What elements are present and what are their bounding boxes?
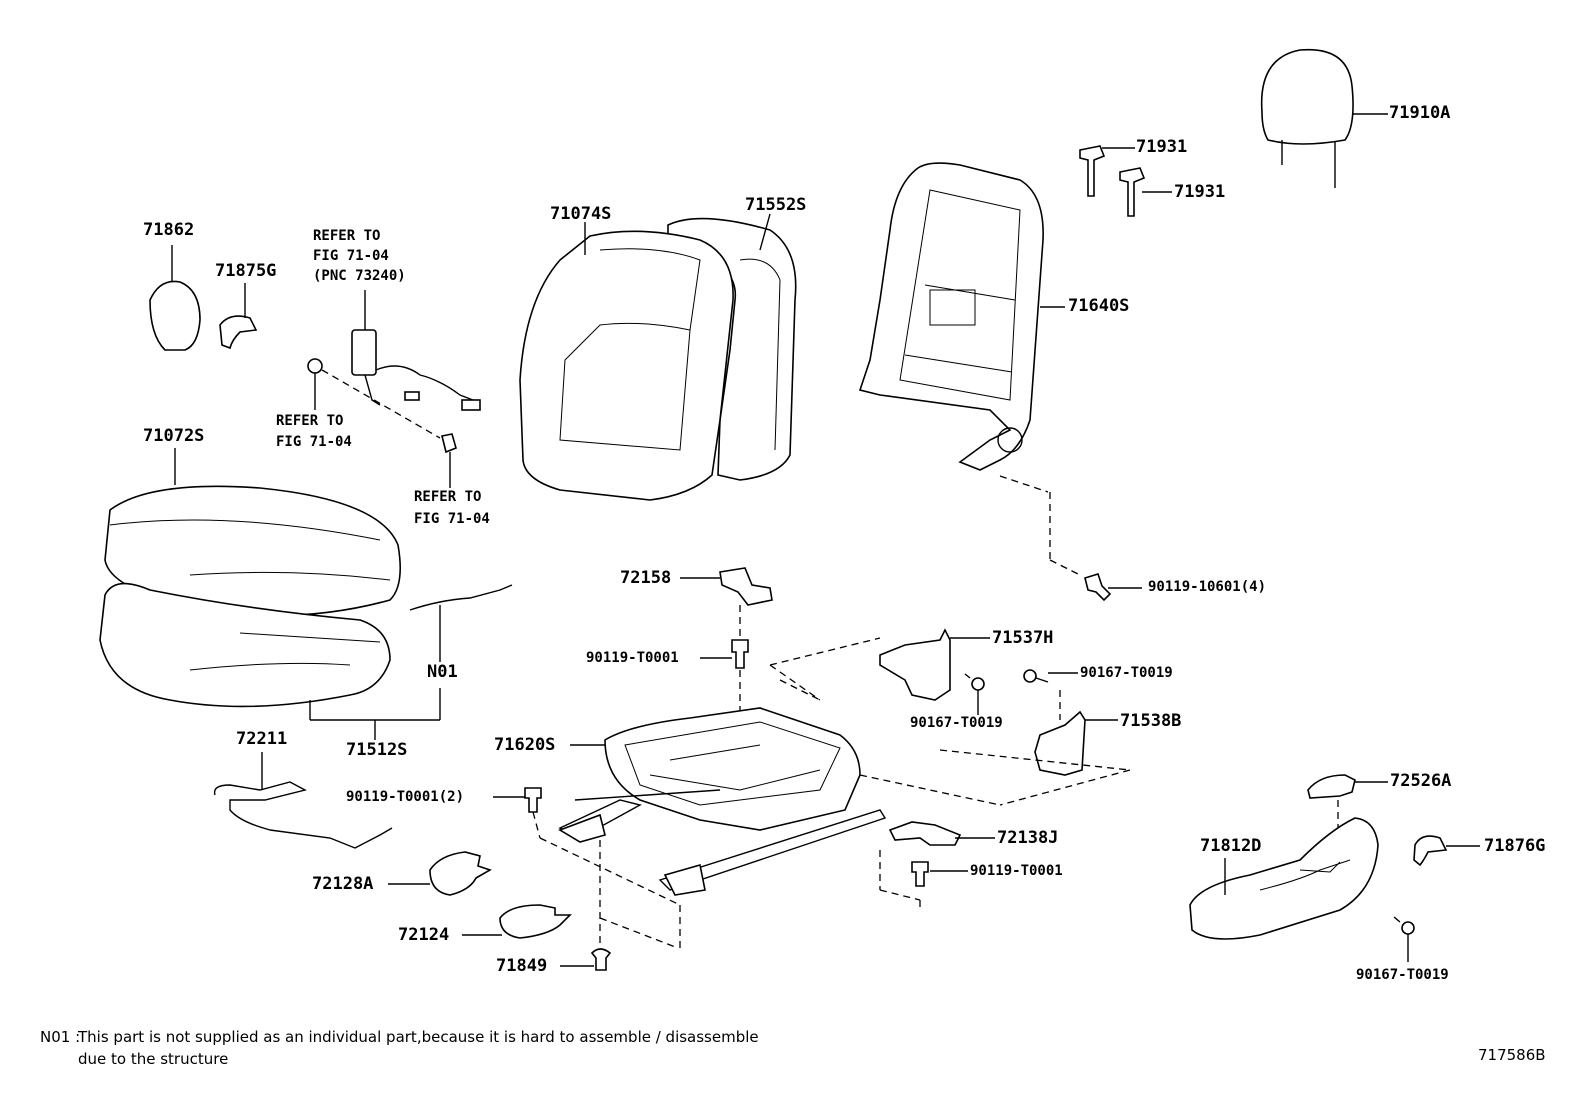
part-label-90167-T0019: 90167-T0019 [1356, 967, 1449, 983]
footnote-line1: This part is not supplied as an individu… [78, 1028, 759, 1046]
part-label-71849: 71849 [496, 956, 548, 976]
part-label-N01: N01 [427, 662, 458, 682]
part-label-90119-T0001: 90119-T0001 [970, 863, 1063, 879]
headrest-guide-part [1079, 145, 1172, 217]
part-label-71537H: 71537H [992, 628, 1054, 648]
part-label-71512S: 71512S [346, 740, 408, 760]
part-label-71620S: 71620S [494, 735, 556, 755]
seatback-frame-part [858, 162, 1065, 471]
seat-frame-part [539, 679, 1001, 950]
screw-part [1393, 916, 1415, 962]
bracket-part [680, 567, 773, 640]
refer-note: FIG 71-04 [313, 248, 389, 264]
part-label-71640S: 71640S [1068, 296, 1130, 316]
part-label-71931: 71931 [1174, 182, 1226, 202]
part-label-72128A: 72128A [312, 874, 374, 894]
part-label-71072S: 71072S [143, 426, 205, 446]
clip-part [1413, 835, 1480, 867]
bracket-part [769, 628, 990, 701]
part-label-71552S: 71552S [745, 195, 807, 215]
part-label-72526A: 72526A [1390, 771, 1452, 791]
wire-harness-part [309, 584, 513, 740]
cover-cap-part [149, 245, 201, 351]
part-label-71875G: 71875G [215, 261, 277, 281]
part-label-72124: 72124 [398, 925, 450, 945]
refer-note: REFER TO [276, 413, 344, 429]
part-label-90167-T0019: 90167-T0019 [1080, 665, 1173, 681]
bracket-part [939, 710, 1131, 806]
refer-note: FIG 71-04 [276, 434, 352, 450]
part-label-71931: 71931 [1136, 137, 1188, 157]
bolt-part [700, 639, 749, 750]
refer-note: (PNC 73240) [313, 268, 406, 284]
part-label-71862: 71862 [143, 220, 195, 240]
wire-part [213, 752, 393, 849]
part-label-90167-T0019: 90167-T0019 [910, 715, 1003, 731]
part-label-90119-10601: 90119-10601(4) [1148, 579, 1267, 595]
part-label-72158: 72158 [620, 568, 672, 588]
cover-part [388, 851, 492, 896]
clip-part [219, 283, 258, 350]
knob-part [1307, 774, 1388, 840]
clip-part [560, 948, 612, 971]
part-label-90119-T0001: 90119-T0001 [586, 650, 679, 666]
headrest-part [1260, 48, 1388, 188]
footnote-line2: due to the structure [78, 1050, 229, 1068]
seat-cushion-pad-part [99, 582, 391, 708]
cover-part [462, 904, 572, 939]
part-label-72138J: 72138J [997, 828, 1059, 848]
seatbelt-buckle-part [307, 290, 481, 488]
refer-note: REFER TO [313, 228, 381, 244]
part-label-71538B: 71538B [1120, 711, 1182, 731]
bolt-part [911, 861, 968, 887]
screw-part [964, 669, 1078, 720]
refer-note: FIG 71-04 [414, 511, 490, 527]
part-label-90119-T0001-2: 90119-T0001(2) [346, 789, 465, 805]
part-label-71876G: 71876G [1484, 836, 1546, 856]
part-label-71074S: 71074S [550, 204, 612, 224]
refer-note: REFER TO [414, 489, 482, 505]
bolt-part [999, 475, 1142, 602]
side-shield-part [1189, 817, 1379, 940]
bracket-part [879, 821, 995, 910]
figure-id: 717586B [1478, 1046, 1546, 1064]
footnote-code: N01 : [40, 1028, 81, 1046]
part-label-71812D: 71812D [1200, 836, 1262, 856]
bolt-part [493, 787, 542, 839]
part-label-72211: 72211 [236, 729, 288, 749]
part-label-71910A: 71910A [1389, 103, 1451, 123]
seatback-cover-part [519, 222, 734, 501]
